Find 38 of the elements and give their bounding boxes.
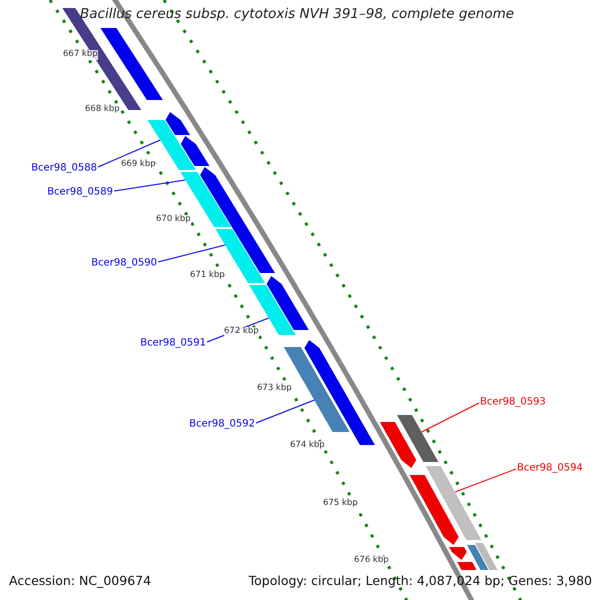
gene-bar (397, 415, 438, 462)
scale-label: 668 kbp (85, 105, 120, 115)
leader-line (114, 180, 186, 192)
scale-label: 675 kbp (323, 499, 358, 509)
gene-label: Bcer98_0590 (91, 257, 157, 269)
leader-line (454, 468, 516, 492)
scale-label: 667 kbp (63, 50, 98, 60)
scale-label: 671 kbp (190, 271, 225, 281)
gene-bar (449, 547, 467, 560)
leader-line (158, 244, 226, 262)
scale-label: 669 kbp (121, 160, 156, 170)
gene-bar (100, 28, 163, 100)
scale-label: 674 kbp (290, 441, 325, 451)
gene-bar (474, 543, 498, 570)
gene-bar (380, 422, 416, 468)
gene-label: Bcer98_0594 (517, 462, 583, 474)
scale-label: 672 kbp (224, 327, 259, 337)
gene-bar (166, 112, 190, 135)
footer-text: Topology: circular; Length: 4,087,024 bp; Genes: 3,980 (248, 574, 592, 588)
gene-bar (410, 475, 459, 545)
leader-line (421, 402, 480, 432)
gene-label: Bcer98_0592 (189, 418, 255, 430)
gene-bar (266, 276, 309, 330)
gene-label: Bcer98_0593 (480, 396, 546, 408)
leader-line (98, 140, 161, 168)
gene-bar (180, 136, 210, 166)
scale-label: 670 kbp (156, 215, 191, 225)
gene-label: Bcer98_0589 (47, 186, 113, 198)
scale-label: 676 kbp (354, 556, 389, 566)
scale-label: 673 kbp (257, 384, 292, 394)
gene-bar (426, 466, 482, 540)
title: Bacillus cereus subsp. cytotoxis NVH 391–98, complete genome (80, 7, 514, 23)
footer-text: Accession: NC_009674 (9, 574, 152, 588)
leader-line (256, 400, 315, 424)
gene-bar (467, 545, 488, 570)
gene-bar (457, 562, 476, 570)
gene-label: Bcer98_0591 (140, 337, 206, 349)
gene-label: Bcer98_0588 (31, 162, 97, 174)
